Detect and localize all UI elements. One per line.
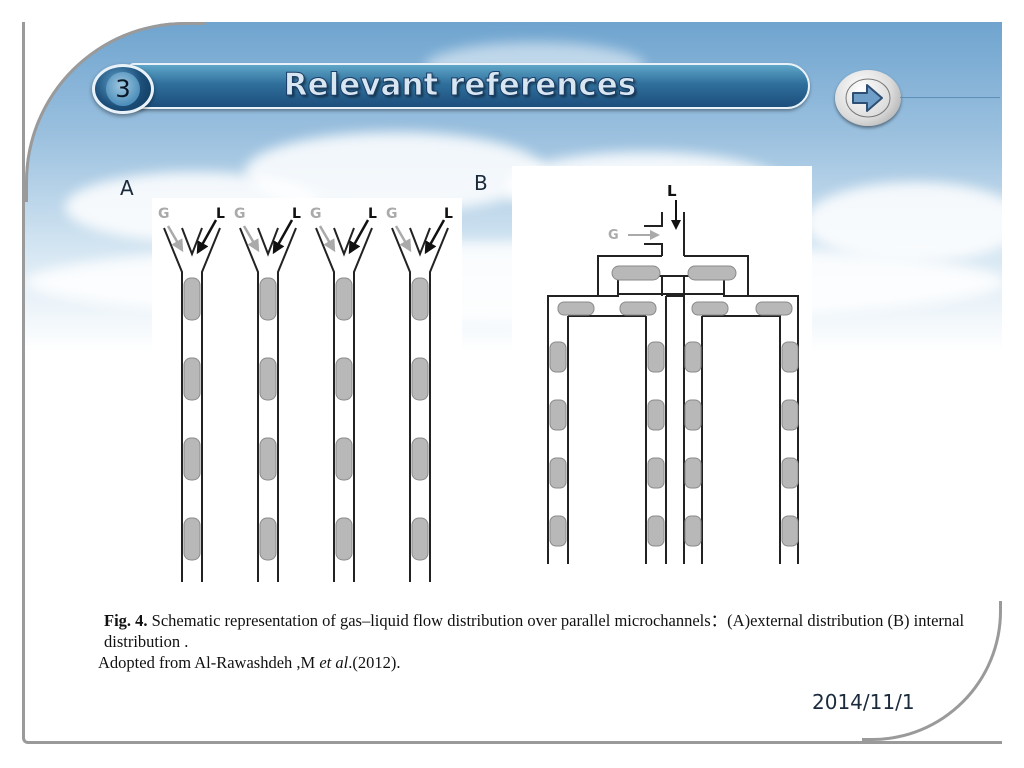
gas-slug: [781, 515, 799, 547]
gas-slug: [684, 515, 702, 547]
gas-label: G: [234, 206, 246, 222]
gas-label: G: [608, 228, 619, 243]
channel-junction: [333, 227, 355, 257]
liquid-flow-arrow: [272, 219, 294, 255]
liquid-flow-arrow: [424, 219, 446, 255]
source-suffix: .(2012).: [348, 653, 401, 672]
source-prefix: Adopted from Al-Rawashdeh ,M: [98, 653, 320, 672]
gas-slug: [183, 437, 201, 481]
gas-slug: [335, 277, 353, 321]
gas-slug: [335, 437, 353, 481]
gas-slug: [684, 457, 702, 489]
diagram-internal-distribution: L G: [512, 166, 812, 570]
gas-label: G: [158, 206, 170, 222]
gas-slug: [411, 437, 429, 481]
next-slide-button[interactable]: [835, 70, 901, 126]
gas-flow-arrow: [318, 225, 336, 253]
gas-slug: [647, 515, 665, 547]
gas-slug: [549, 399, 567, 431]
gas-flow-arrow: [394, 225, 412, 253]
channel-wall-right: [353, 227, 373, 582]
liquid-label: L: [368, 206, 377, 222]
gas-flow-arrow: [166, 225, 184, 253]
channel-wall-right: [429, 227, 449, 582]
slide-title: Relevant references: [283, 67, 637, 104]
gas-slug: [259, 437, 277, 481]
liquid-label: L: [292, 206, 301, 222]
gas-label: G: [386, 206, 398, 222]
gas-slug: [411, 357, 429, 401]
liquid-flow-arrow: [196, 219, 218, 255]
gas-slug: [549, 515, 567, 547]
gas-slug: [335, 517, 353, 561]
gas-slug: [781, 399, 799, 431]
figure-label: Fig. 4.: [104, 611, 148, 630]
gas-slug: [684, 399, 702, 431]
gas-slug: [549, 457, 567, 489]
panel-b-label: B: [474, 171, 488, 195]
gas-slug: [549, 341, 567, 373]
gas-slug: [781, 457, 799, 489]
gas-slug: [259, 517, 277, 561]
gas-slug: [647, 341, 665, 373]
gas-slug: [335, 357, 353, 401]
gas-slug: [411, 517, 429, 561]
channel-wall-left: [239, 227, 259, 582]
channel-junction: [257, 227, 279, 257]
gas-label: G: [310, 206, 322, 222]
channel-wall-right: [201, 227, 221, 582]
liquid-label: L: [216, 206, 225, 222]
channel-junction: [409, 227, 431, 257]
gas-slug: [647, 457, 665, 489]
slide-date: 2014/11/1: [812, 690, 915, 714]
gas-slug: [411, 277, 429, 321]
section-number-badge: 3: [92, 64, 154, 114]
panel-a-label: A: [120, 176, 134, 200]
gas-slug: [647, 399, 665, 431]
gas-slug: [781, 341, 799, 373]
figure-caption: Fig. 4. Schematic representation of gas–…: [98, 610, 968, 673]
channel-wall-left: [315, 227, 335, 582]
gas-slug: [183, 277, 201, 321]
gas-slug: [183, 357, 201, 401]
liquid-label: L: [667, 182, 677, 200]
gas-slug: [684, 341, 702, 373]
liquid-flow-arrow: [348, 219, 370, 255]
channel-wall-left: [391, 227, 411, 582]
channel-wall-right: [277, 227, 297, 582]
header-bar: [128, 63, 810, 109]
channel-wall-left: [163, 227, 183, 582]
caption-text: Schematic representation of gas–liquid f…: [104, 611, 965, 651]
channel-junction: [181, 227, 203, 257]
gas-slug: [183, 517, 201, 561]
source-italic: et al: [319, 653, 349, 672]
gas-slug: [259, 277, 277, 321]
nav-divider-line: [900, 97, 1000, 98]
gas-flow-arrow: [242, 225, 260, 253]
gas-slug: [259, 357, 277, 401]
arrow-right-icon: [845, 78, 891, 118]
liquid-label: L: [444, 206, 453, 222]
section-number: 3: [106, 72, 140, 106]
